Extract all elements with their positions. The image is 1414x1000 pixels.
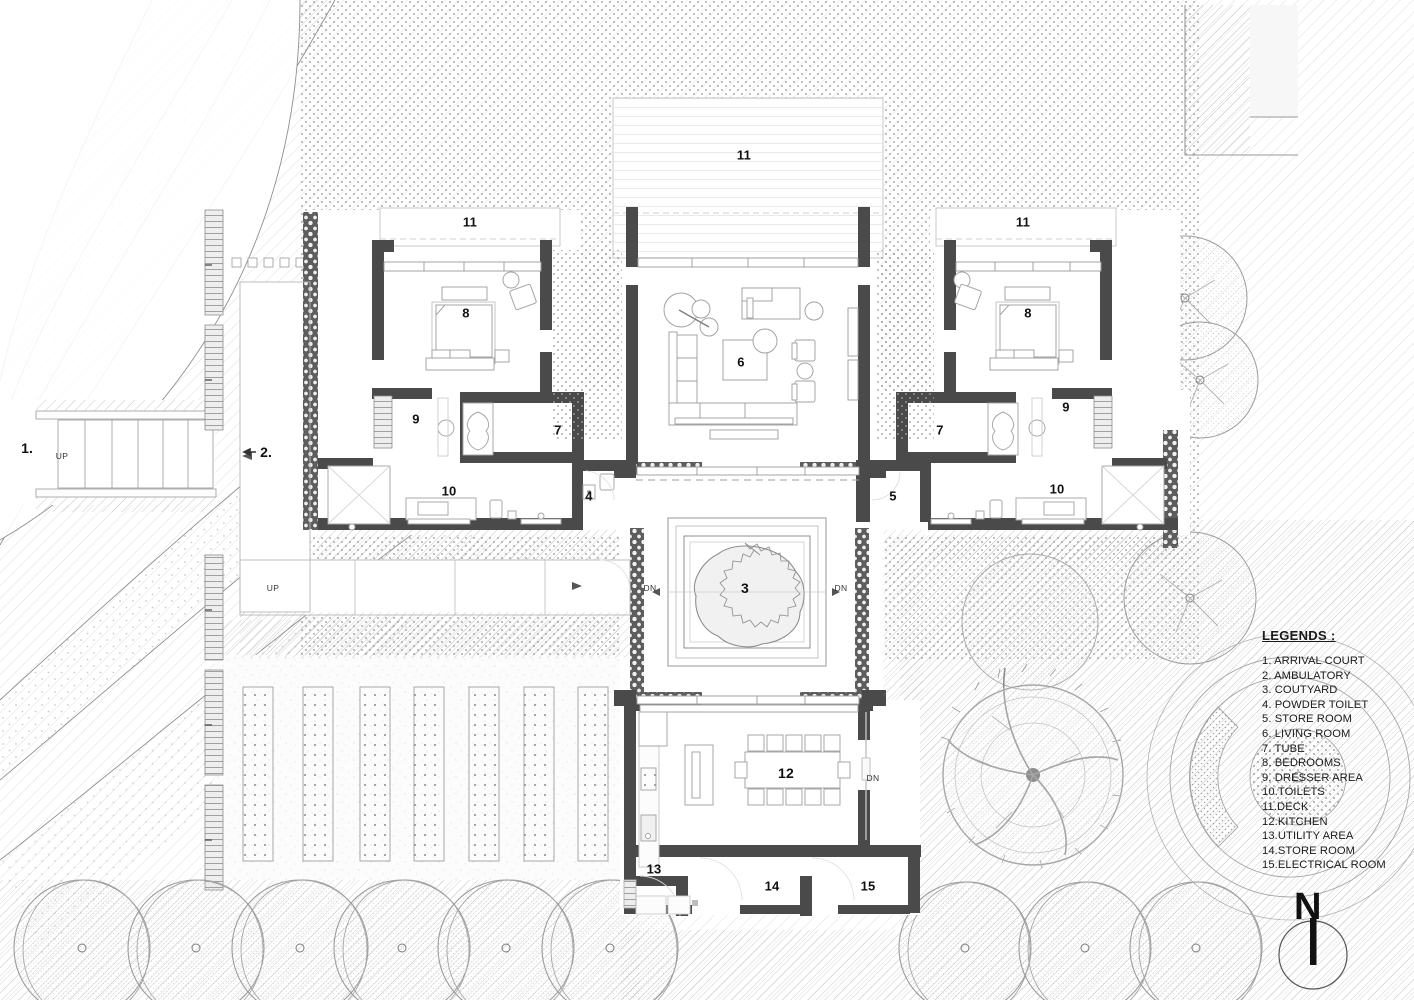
- bedroom-west-furniture: [425, 271, 537, 371]
- legend-item: 3. COUTYARD: [1262, 684, 1338, 697]
- room-label-deck-east: 11: [1015, 214, 1031, 230]
- service-rooms: [623, 857, 855, 917]
- north-arrow: N: [1268, 888, 1378, 992]
- room-label-tube-east: 7: [936, 422, 944, 438]
- tree-row-south-east: [898, 881, 1263, 1000]
- parking-bay: [359, 686, 391, 862]
- north-circle-icon: [1278, 918, 1348, 990]
- legend-item: 11.DECK: [1262, 800, 1309, 813]
- tree-row-south: [13, 879, 679, 1000]
- bedroom-east-furniture: [953, 271, 1074, 371]
- north-east-boundary-block: [1184, 5, 1298, 156]
- courtyard: [652, 517, 840, 667]
- dn-marker-courtyard-west: DN: [643, 583, 657, 593]
- tube-fixtures: [437, 397, 1046, 457]
- deck-east: [935, 207, 1117, 247]
- gravel-between-wings: [552, 250, 934, 440]
- dresser-stairs: [373, 395, 1113, 449]
- terrace-hatch-bands: [240, 530, 1178, 700]
- dn-marker-kitchen: DN: [866, 773, 880, 783]
- legend-item: 15.ELECTRICAL ROOM: [1262, 859, 1386, 872]
- room-label-utility: 13: [646, 861, 662, 877]
- store-room-door: [871, 471, 901, 501]
- parking-bay: [242, 686, 274, 862]
- legend-item: 12.KITCHEN: [1262, 815, 1328, 828]
- legend-item: 7. TUBE: [1262, 742, 1305, 755]
- legend-list: 1. ARRIVAL COURT 2. AMBULATORY 3. COUTYA…: [1262, 654, 1412, 873]
- stepping-stones: [231, 257, 306, 268]
- room-label-deck-west: 11: [462, 214, 478, 230]
- room-label-kitchen: 12: [778, 765, 794, 781]
- legend-title: LEGENDS :: [1262, 628, 1336, 643]
- legend-item: 13.UTILITY AREA: [1262, 830, 1354, 843]
- room-label-powder-toilet: 4: [585, 488, 593, 504]
- boundary-stair-strips: [204, 209, 224, 891]
- up-marker-arrival: UP: [55, 451, 69, 461]
- room-label-dresser-east: 9: [1062, 399, 1070, 415]
- parking-bay: [523, 686, 555, 862]
- north-letter: N: [1294, 886, 1322, 928]
- parking-bay: [302, 686, 334, 862]
- room-label-bedroom-east: 8: [1024, 305, 1032, 321]
- powder-toilet-fixtures: [582, 470, 615, 501]
- room-label-store-room-5: 5: [889, 488, 897, 504]
- room-label-dresser-west: 9: [412, 411, 420, 427]
- legend-item: 14.STORE ROOM: [1262, 844, 1356, 857]
- room-label-electrical: 15: [860, 878, 876, 894]
- legend-panel: LEGENDS : 1. ARRIVAL COURT 2. AMBULATORY…: [1262, 628, 1412, 873]
- room-label-tube-west: 7: [554, 422, 562, 438]
- arrival-court-label: 1.: [21, 440, 33, 456]
- room-label-bedroom-west: 8: [462, 305, 470, 321]
- room-label-deck-north: 11: [736, 147, 752, 163]
- parking-bay: [413, 686, 445, 862]
- parking-bay: [468, 686, 500, 862]
- ambulatory-arrow-icon: [242, 447, 256, 457]
- tree: [1129, 881, 1263, 1000]
- legend-item: 4. POWDER TOILET: [1262, 698, 1369, 711]
- room-label-courtyard: 3: [741, 580, 749, 596]
- kitchen-furniture: [638, 711, 871, 868]
- courtyard-tree: [694, 545, 805, 648]
- decks: [379, 97, 1117, 259]
- room-label-living-room: 6: [737, 354, 745, 370]
- parking-bays: [242, 686, 609, 862]
- room-label-store-room-14: 14: [764, 878, 780, 894]
- legend-item: 1. ARRIVAL COURT: [1262, 655, 1365, 667]
- living-room-furniture: [663, 287, 859, 440]
- circular-garden-feature: [1146, 633, 1414, 921]
- glazing-lines: [383, 257, 1102, 713]
- room-label-toilet-east: 10: [1049, 481, 1065, 497]
- legend-item: 10.TOILETS: [1262, 786, 1325, 799]
- legend-item: 6. LIVING ROOM: [1262, 727, 1351, 740]
- legend-item: 5. STORE ROOM: [1262, 713, 1352, 726]
- deck-west: [379, 207, 561, 247]
- parking-bay: [577, 686, 609, 862]
- legend-item: 8. BEDROOMS: [1262, 757, 1341, 770]
- dn-marker-courtyard-east: DN: [834, 583, 848, 593]
- toilet-east-fixtures: [930, 465, 1165, 531]
- tree-specimen-large: [940, 553, 1124, 869]
- legend-item: 2. AMBULATORY: [1262, 669, 1351, 682]
- ambulatory-label: 2.: [260, 444, 272, 460]
- toilet-west-fixtures: [327, 465, 562, 531]
- legend-item: 9. DRESSER AREA: [1262, 771, 1363, 784]
- arrival-steps: [35, 400, 217, 512]
- up-marker-ambulatory: UP: [266, 583, 280, 593]
- room-label-toilet-west: 10: [441, 483, 457, 499]
